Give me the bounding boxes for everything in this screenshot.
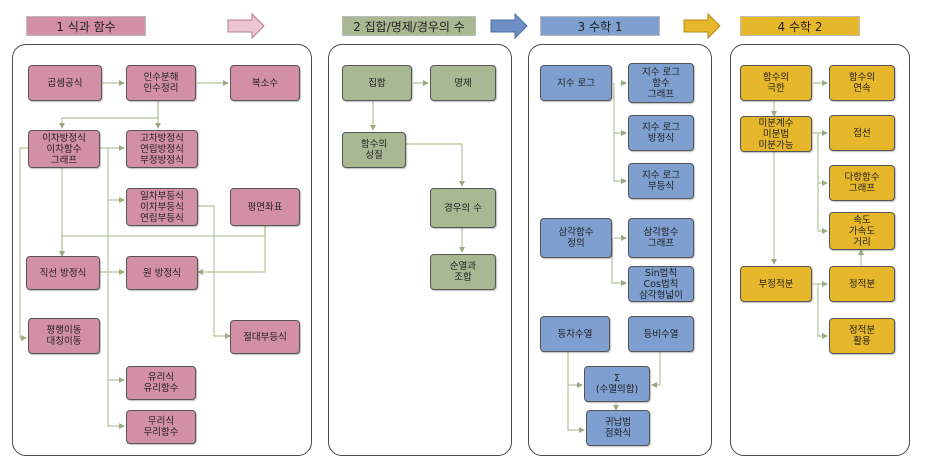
- node-jisu-bu[interactable]: 지수 로그 부등식: [628, 163, 694, 199]
- node-mibun[interactable]: 미분계수 미분법 미분가능: [740, 116, 812, 152]
- node-yuri[interactable]: 유리식 유리함수: [126, 366, 196, 400]
- header-3: 3 수학 1: [540, 16, 660, 36]
- node-jikseon[interactable]: 직선 방정식: [26, 256, 100, 290]
- node-sokdo[interactable]: 속도 가속도 거리: [829, 212, 895, 250]
- node-jeongjeok[interactable]: 정적분: [829, 266, 895, 302]
- header-1: 1 식과 함수: [26, 16, 146, 36]
- node-deungcha[interactable]: 등차수열: [540, 316, 610, 352]
- panel-4: [730, 44, 910, 456]
- node-pyeonghaeng[interactable]: 평행이동 대칭이동: [28, 318, 100, 354]
- node-jiphap[interactable]: 집합: [342, 65, 412, 101]
- node-jeongjeok-hw[interactable]: 정적분 활용: [829, 318, 895, 354]
- node-gyeongu[interactable]: 경우의 수: [430, 188, 496, 228]
- node-muri[interactable]: 무리식 무리함수: [126, 410, 196, 444]
- node-gocha[interactable]: 고차방정식 연립방정식 부정방정식: [126, 130, 198, 168]
- node-gopsem[interactable]: 곱셈공식: [28, 65, 102, 101]
- node-bujeong[interactable]: 부정적분: [740, 266, 812, 302]
- node-jeopseon[interactable]: 접선: [829, 115, 895, 151]
- node-hamsu-seong[interactable]: 함수의 성질: [342, 132, 406, 168]
- node-boksosu[interactable]: 복소수: [230, 65, 300, 101]
- node-jisu[interactable]: 지수 로그: [540, 65, 612, 101]
- node-suntol[interactable]: 순열과 조합: [430, 254, 496, 290]
- node-gwihap[interactable]: 귀납법 점화식: [586, 410, 650, 446]
- node-insu[interactable]: 인수분해 인수정리: [126, 65, 196, 101]
- node-jisu-bang[interactable]: 지수 로그 방정식: [628, 115, 694, 151]
- node-geukhan[interactable]: 함수의 극한: [740, 65, 812, 101]
- node-won[interactable]: 원 방정식: [126, 256, 198, 290]
- arrow-yellow: [683, 12, 721, 40]
- header-2: 2 집합/명제/경우의 수: [342, 16, 476, 36]
- node-myeongje[interactable]: 명제: [430, 65, 496, 101]
- node-deungbi[interactable]: 등비수열: [628, 316, 694, 352]
- node-dahang[interactable]: 다항함수 그래프: [829, 165, 895, 201]
- node-ilcha[interactable]: 일차부등식 이차부등식 연립부등식: [126, 188, 198, 226]
- node-jeoldae[interactable]: 절대부등식: [230, 320, 300, 354]
- header-4: 4 수학 2: [740, 16, 860, 36]
- node-sigma[interactable]: Σ (수열의합): [584, 366, 650, 402]
- node-samgak[interactable]: 삼각함수 정의: [540, 218, 612, 258]
- node-sin[interactable]: Sin법칙 Cos법칙 삼각형넓이: [628, 266, 694, 302]
- arrow-blue: [490, 12, 528, 40]
- node-pyeong[interactable]: 평면좌표: [230, 188, 300, 226]
- panel-2: [328, 44, 512, 456]
- node-yeonsok[interactable]: 함수의 연속: [829, 65, 895, 101]
- node-jisu-graph[interactable]: 지수 로그 함수 그래프: [628, 63, 694, 103]
- arrow-pink: [227, 12, 265, 40]
- node-ichabang[interactable]: 이차방정식 이차함수 그래프: [28, 130, 100, 168]
- node-samgak-graph[interactable]: 삼각함수 그래프: [628, 218, 694, 258]
